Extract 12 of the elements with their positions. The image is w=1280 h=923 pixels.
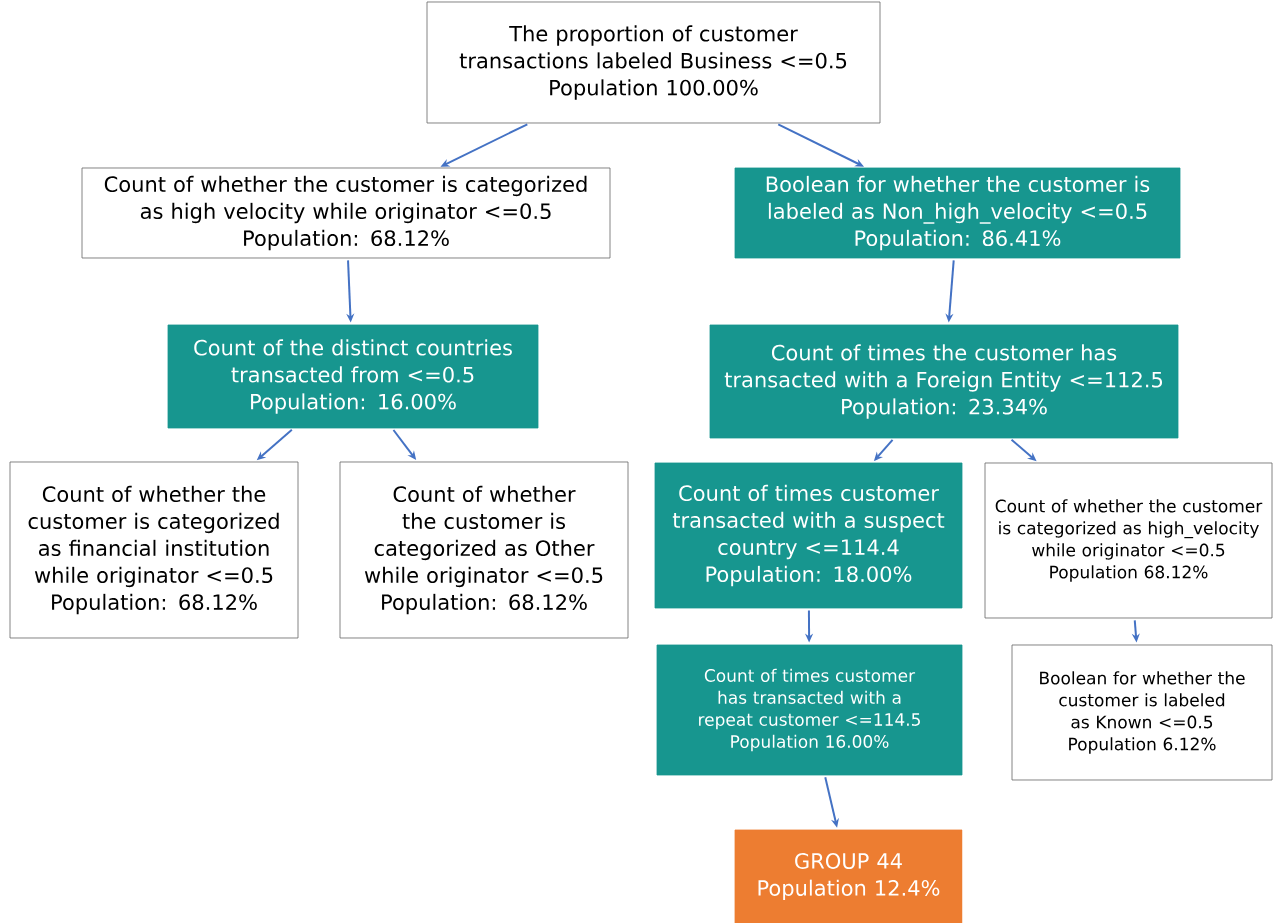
decision-box: Boolean for whether the customer is labeled as Known <=0.5 Population 6.12% [1011,644,1273,781]
leaf-box: GROUP 44 Population 12.4% [734,829,963,923]
decision-box: Count of whether the customer is categorized as financial institution while originator <=0.5 Population: 68.12% [9,461,299,639]
decision-box: Count of times customer transacted with a suspect country <=114.4 Population: 18.00% [654,462,963,609]
decision-box: Boolean for whether the customer is labeled as Non_high_velocity <=0.5 Population: 86.41% [734,167,1181,259]
decision-box: The proportion of customer transactions labeled Business <=0.5 Population 100.00% [426,1,881,124]
decision-box: Count of whether the customer is categorized as Other while originator <=0.5 Population: 68.12% [339,461,629,639]
decision-box: Count of times the customer has transacted with a Foreign Entity <=112.5 Population: 23.34% [709,324,1179,439]
decision-box: Count of whether the customer is categorized as high velocity while originator <=0.5 Population: 68.12% [81,167,611,259]
decision-box: Count of the distinct countries transacted from <=0.5 Population: 16.00% [167,324,539,429]
decision-box: Count of times customer has transacted with a repeat customer <=114.5 Population 16.00% [656,644,963,776]
decision-box: Count of whether the customer is categorized as high_velocity while originator <=0.5 Population 68.12% [984,462,1273,619]
